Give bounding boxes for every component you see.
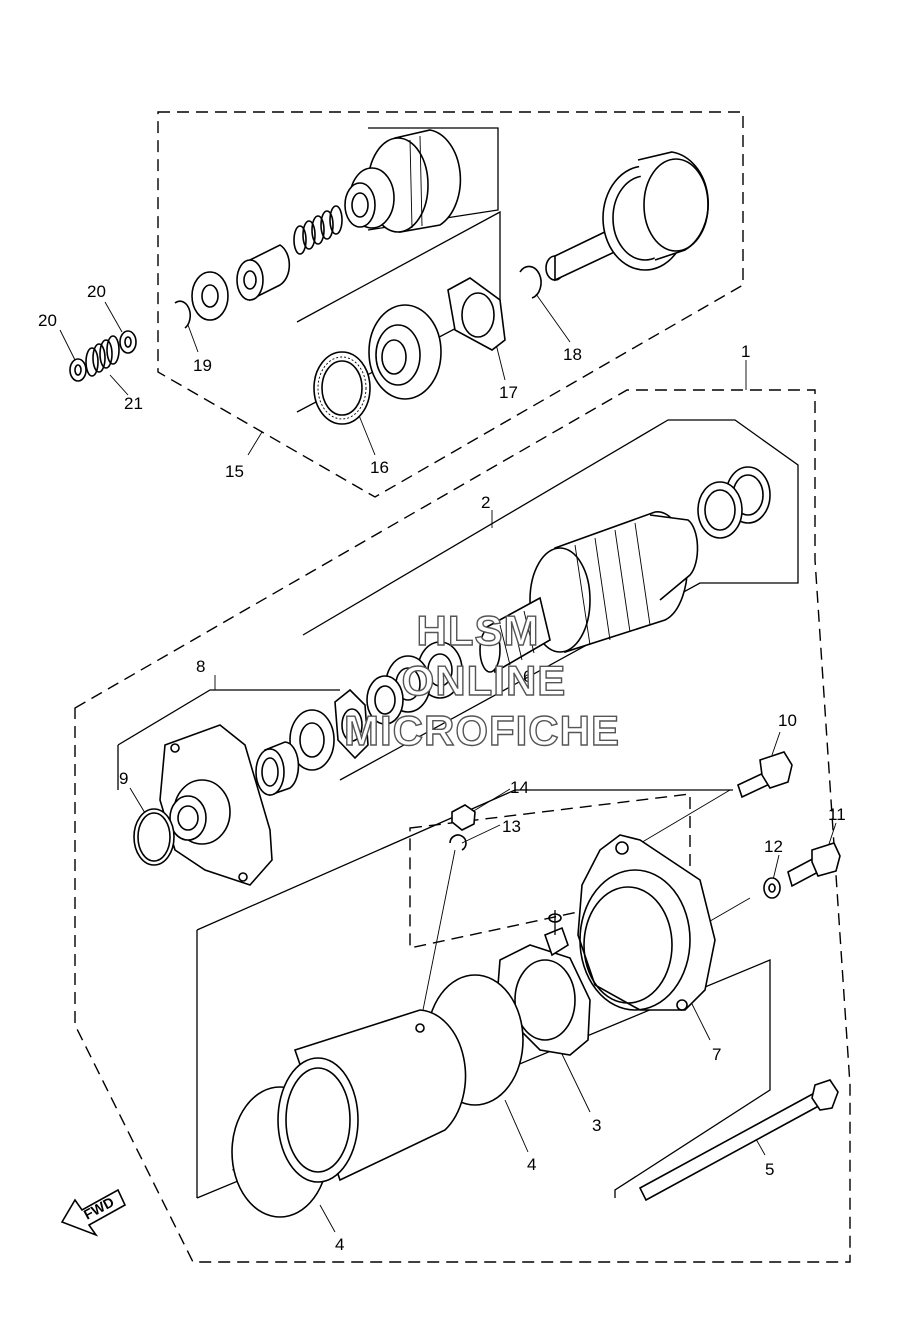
part-10-bolt[interactable]	[737, 751, 793, 799]
watermark: HLSM ONLINE MICROFICHE	[343, 606, 620, 754]
frame-front-cover	[117, 689, 340, 746]
fwd-arrow-icon: FWD	[60, 1188, 127, 1237]
frame-armature	[302, 419, 799, 781]
callout-20-top: 20	[87, 282, 106, 301]
watermark-line-1: HLSM	[417, 607, 540, 654]
callout-12: 12	[764, 837, 783, 856]
callout-19: 19	[193, 356, 212, 375]
callout-17: 17	[499, 383, 518, 402]
pinion-collar[interactable]	[191, 271, 229, 321]
callout-14: 14	[510, 778, 529, 797]
frame-yoke	[196, 789, 733, 931]
callout-4-front: 4	[335, 1235, 344, 1254]
part-21-spring[interactable]	[85, 335, 120, 377]
part-13-washer[interactable]	[449, 834, 467, 851]
clutch-housing[interactable]	[368, 304, 442, 400]
part-20-washer-left[interactable]	[69, 358, 87, 382]
part-16-thrust-bearing[interactable]	[313, 351, 371, 425]
callout-1: 1	[741, 342, 750, 361]
part-9-o-ring[interactable]	[133, 808, 175, 866]
group-1-boundary	[74, 389, 851, 1263]
part-17-retainer-plate[interactable]	[447, 277, 506, 351]
watermark-line-3: MICROFICHE	[344, 707, 620, 754]
part-8-bearing[interactable]	[255, 741, 300, 797]
pinion-stopper[interactable]	[236, 244, 291, 302]
watermark-line-2: ONLINE	[402, 657, 567, 704]
callout-11: 11	[828, 805, 846, 824]
callout-7: 7	[712, 1045, 721, 1064]
front-cover[interactable]	[159, 724, 273, 886]
planetary-gear-carrier[interactable]	[545, 151, 709, 282]
part-19-circlip[interactable]	[174, 300, 192, 329]
pinion-spring[interactable]	[293, 205, 343, 255]
callout-10: 10	[778, 711, 797, 730]
callouts: 1 2 3 4 4 5 6 7 8 9 10 11 12 13 14 15 16…	[38, 282, 846, 1254]
callout-16: 16	[370, 458, 389, 477]
part-6-washers[interactable]	[366, 641, 463, 725]
part-18-circlip[interactable]	[519, 265, 542, 299]
part-12-washer[interactable]	[763, 877, 781, 899]
callout-13: 13	[502, 817, 521, 836]
part-14-nut[interactable]	[451, 804, 476, 831]
part-20-washer-right[interactable]	[119, 330, 137, 354]
pinion-gear[interactable]	[344, 129, 462, 233]
part-5-through-bolt[interactable]	[638, 1079, 839, 1202]
oil-seal[interactable]	[289, 709, 335, 771]
callout-6: 6	[523, 667, 532, 686]
callout-2: 2	[481, 493, 490, 512]
yoke-assembly[interactable]	[277, 1009, 467, 1183]
callout-3: 3	[592, 1116, 601, 1135]
callout-9: 9	[119, 769, 128, 788]
callout-8: 8	[196, 657, 205, 676]
callout-4-rear: 4	[527, 1155, 536, 1174]
washer-set-right[interactable]	[697, 466, 771, 539]
callout-20-left: 20	[38, 311, 57, 330]
callout-5: 5	[765, 1160, 774, 1179]
group-15-boundary	[157, 111, 744, 498]
callout-15: 15	[225, 462, 244, 481]
part-2-armature[interactable]	[479, 511, 699, 674]
part-7-rear-cover[interactable]	[577, 834, 716, 1011]
part-11-bolt[interactable]	[787, 842, 841, 888]
callout-21: 21	[124, 394, 143, 413]
callout-18: 18	[563, 345, 582, 364]
lock-washer[interactable]	[334, 688, 369, 760]
